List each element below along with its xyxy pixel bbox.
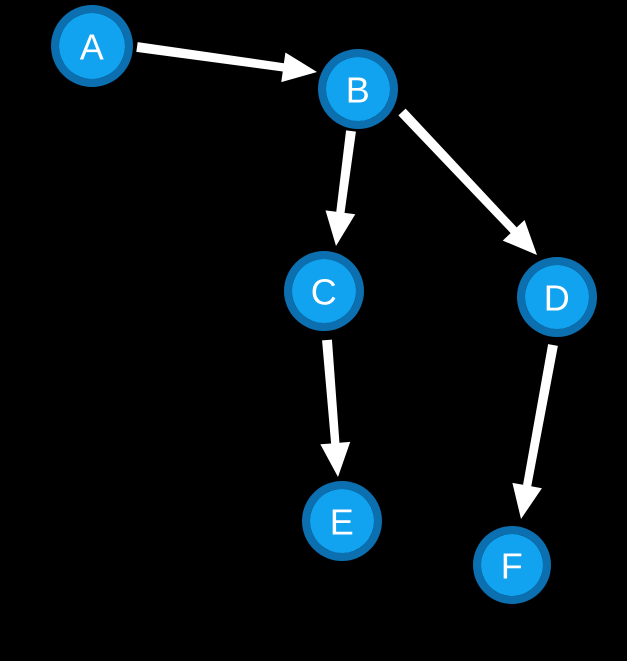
node-ring: [51, 5, 133, 87]
node-ring: [318, 49, 398, 129]
node-layer: A B C D E F: [51, 5, 597, 604]
node-ring: [473, 526, 551, 604]
edge-b-to-c[interactable]: [325, 130, 356, 246]
node-circle: [481, 534, 543, 596]
graph-node-d[interactable]: D: [517, 257, 597, 337]
graph-node-c[interactable]: C: [284, 251, 364, 331]
graph-node-e[interactable]: E: [302, 481, 382, 561]
graph-node-b[interactable]: B: [318, 49, 398, 129]
graph-node-f[interactable]: F: [473, 526, 551, 604]
graph-node-a[interactable]: A: [51, 5, 133, 87]
edge-c-to-e[interactable]: [320, 339, 351, 477]
node-circle: [525, 265, 589, 329]
node-circle: [326, 57, 390, 121]
node-ring: [302, 481, 382, 561]
node-circle: [292, 259, 356, 323]
node-ring: [284, 251, 364, 331]
node-label: D: [544, 278, 571, 319]
node-label: F: [501, 546, 524, 587]
node-label: A: [80, 27, 105, 68]
node-label: C: [311, 272, 338, 313]
edge-a-to-b[interactable]: [136, 42, 317, 83]
edge-d-to-f[interactable]: [512, 344, 558, 519]
node-ring: [517, 257, 597, 337]
node-label: E: [330, 502, 355, 543]
node-circle: [59, 13, 125, 79]
edge-layer: [136, 42, 558, 519]
edge-b-to-d[interactable]: [398, 108, 537, 255]
node-circle: [310, 489, 374, 553]
node-label: B: [346, 70, 371, 111]
